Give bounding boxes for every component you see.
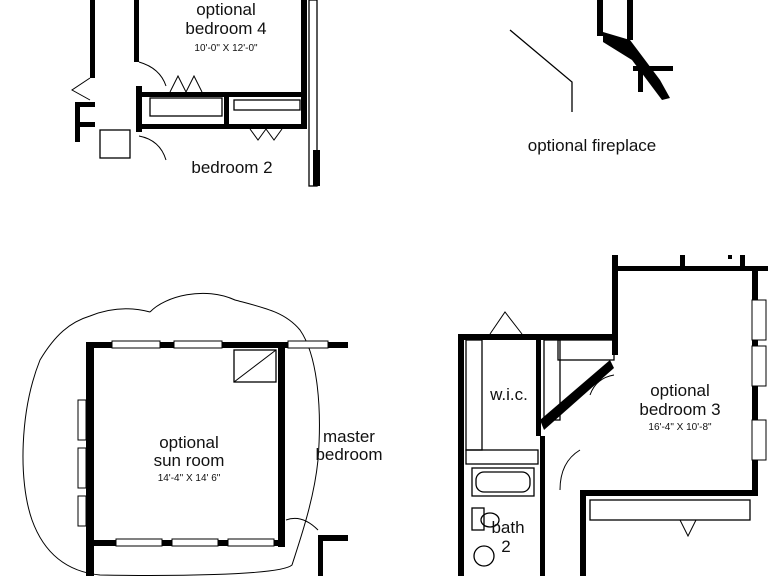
bath2-label-line1: bath: [491, 518, 524, 537]
master-label-line1: master: [323, 427, 375, 446]
bedroom3-plan: [458, 255, 768, 576]
master-label-line2: bedroom: [315, 445, 382, 464]
sunroom-label-line2: sun room: [154, 451, 225, 470]
fireplace-label: optional fireplace: [528, 136, 657, 155]
bedroom4-dimensions: 10'-0" X 12'-0": [194, 43, 258, 54]
wic-label: w.i.c.: [489, 385, 528, 404]
bath2-label-line2: 2: [501, 537, 510, 556]
bedroom3-dimensions: 16'-4" X 10'-8": [648, 422, 712, 433]
bedroom3-label-line2: bedroom 3: [639, 400, 720, 419]
bedroom3-label-line1: optional: [650, 381, 710, 400]
sunroom-plan: [22, 292, 348, 576]
sunroom-label-line1: optional: [159, 433, 219, 452]
bedroom4-label-line2: bedroom 4: [185, 19, 266, 38]
bedroom4-label-line1: optional: [196, 0, 256, 19]
bedroom2-label: bedroom 2: [191, 158, 272, 177]
fireplace-plan: [509, 0, 673, 112]
sunroom-dimensions: 14'-4" X 14' 6": [158, 473, 221, 484]
bedroom4-plan: [71, 0, 320, 187]
